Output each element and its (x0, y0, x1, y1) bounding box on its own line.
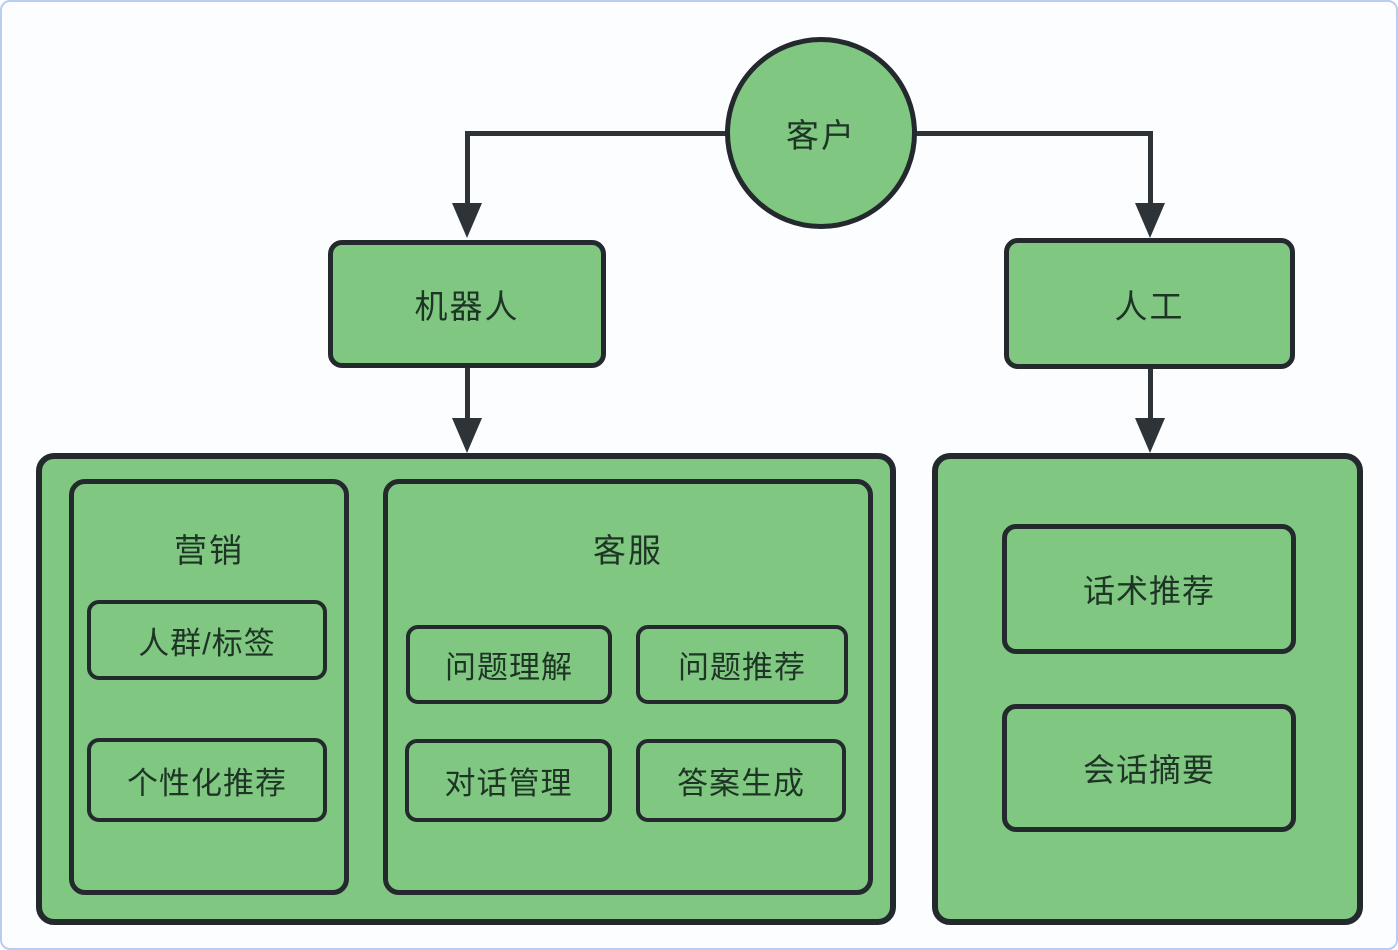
marketing-item-crowd-tags: 人群/标签 (87, 600, 327, 680)
service-item-label: 问题理解 (445, 650, 573, 685)
service-item-question-understanding: 问题理解 (406, 625, 612, 704)
marketing-item-label: 个性化推荐 (127, 765, 287, 801)
connector-customer-to-human-horizontal (913, 131, 1153, 136)
robot-node: 机器人 (328, 240, 606, 368)
arrowhead-down-robot (452, 203, 482, 238)
connector-human-to-detail (1148, 367, 1153, 421)
human-detail-container: 话术推荐 会话摘要 (932, 453, 1363, 925)
customer-service-group: 客服 问题理解 问题推荐 对话管理 答案生成 (383, 479, 873, 895)
connector-customer-to-human-vertical (1148, 131, 1153, 205)
arrowhead-down-human (1135, 203, 1165, 238)
service-item-dialogue-management: 对话管理 (405, 739, 612, 822)
customer-node: 客户 (725, 37, 917, 229)
marketing-item-label: 人群/标签 (138, 625, 276, 661)
marketing-item-personalized-recommendation: 个性化推荐 (87, 738, 327, 822)
connector-customer-to-robot-vertical (465, 131, 470, 205)
human-label: 人工 (1114, 287, 1185, 325)
human-node: 人工 (1004, 238, 1295, 369)
connector-robot-to-detail (465, 366, 470, 421)
service-item-label: 答案生成 (677, 766, 805, 801)
human-item-script-recommendation: 话术推荐 (1002, 524, 1296, 654)
human-item-label: 话术推荐 (1082, 573, 1215, 609)
customer-label: 客户 (786, 117, 856, 154)
robot-detail-container: 营销 人群/标签 个性化推荐 客服 问题理解 问题推荐 对话管理 答案生成 (36, 453, 896, 925)
human-item-session-summary: 会话摘要 (1002, 704, 1296, 832)
marketing-group: 营销 人群/标签 个性化推荐 (69, 479, 349, 895)
arrowhead-down-robot-detail (452, 418, 482, 453)
marketing-title: 营销 (174, 532, 244, 569)
service-item-answer-generation: 答案生成 (636, 739, 846, 822)
robot-label: 机器人 (414, 288, 520, 325)
connector-customer-to-robot-horizontal (467, 131, 727, 136)
customer-service-title: 客服 (593, 532, 663, 569)
arrowhead-down-human-detail (1135, 418, 1165, 453)
service-item-question-recommendation: 问题推荐 (636, 625, 848, 704)
human-item-label: 会话摘要 (1082, 752, 1215, 788)
service-item-label: 问题推荐 (678, 650, 806, 685)
service-item-label: 对话管理 (444, 766, 573, 801)
